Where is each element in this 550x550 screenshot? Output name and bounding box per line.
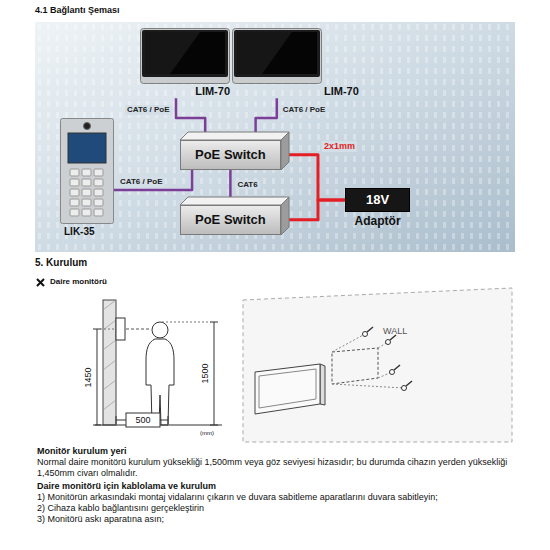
- poe-switch: PoE Switch: [180, 205, 281, 235]
- monitor-frame: [141, 29, 230, 84]
- section-heading: 5. Kurulum: [35, 257, 87, 269]
- bullet-cross: [37, 279, 44, 286]
- monitor-bezel: [234, 30, 320, 77]
- monitor-bezel: [142, 30, 228, 77]
- screw-guide: [332, 334, 404, 388]
- power-cable: [281, 155, 345, 200]
- screen-reflection: [237, 32, 292, 74]
- monitor-body: [140, 28, 230, 84]
- keypad-key: [70, 179, 79, 186]
- keypad-key: [82, 209, 91, 216]
- cable-label: CAT6 / PoE: [118, 177, 165, 187]
- dimension-value: 1500: [200, 363, 211, 383]
- device-label: LIM-70: [232, 85, 372, 98]
- cable-label: CAT6 / PoE: [281, 105, 328, 115]
- unit-note: (mm): [200, 430, 214, 437]
- keypad-key: [70, 189, 79, 196]
- switch-side-face: [281, 132, 289, 170]
- binary-texture: [35, 22, 515, 252]
- monitor-edge: [320, 364, 325, 405]
- paragraph-heading: Daire monitörü için kablolama ve kurulum: [37, 481, 216, 492]
- keypad-key: [70, 199, 79, 206]
- monitor-frame: [233, 29, 322, 84]
- mounting-bracket: [332, 348, 378, 384]
- keypad-key: [70, 209, 79, 216]
- screw-shaft: [367, 327, 412, 386]
- eye-line: [126, 329, 150, 330]
- section-heading: 4.1 Bağlantı Şeması: [35, 5, 120, 16]
- power-adaptor: 18V Adaptör: [345, 188, 410, 228]
- dimension-box: [126, 413, 160, 427]
- indoor-monitor: LIM-70: [140, 28, 230, 98]
- monitor-side: [116, 318, 125, 340]
- wall-label: WALL: [383, 326, 407, 337]
- poe-switch: PoE Switch: [180, 140, 281, 170]
- keypad-key: [82, 199, 91, 206]
- switch-top-face: [180, 197, 289, 205]
- keypad-key: [94, 209, 103, 216]
- wall-section: [103, 300, 116, 425]
- device-label: Adaptör: [345, 214, 410, 228]
- power-cable: [281, 200, 345, 220]
- step-text: 2) Cihaza kablo bağlantısını gerçekleşti…: [37, 503, 204, 514]
- person-head: [152, 322, 168, 338]
- switch-side-face: [281, 197, 289, 235]
- monitor-display: [145, 32, 225, 74]
- screen-reflection: [145, 32, 200, 74]
- network-cable: [114, 170, 192, 190]
- screw: [402, 386, 407, 391]
- step-text: 3) Monitörü askı aparatına asın;: [37, 514, 164, 525]
- device-label: LIK-35: [60, 226, 114, 238]
- step-text: 1) Monitörün arkasındaki montaj vidaları…: [37, 492, 438, 503]
- wall-hatch: [103, 300, 116, 410]
- door-panel: LIK-35: [60, 118, 114, 238]
- cable-label: CAT6: [235, 180, 259, 190]
- keypad-key: [94, 169, 103, 176]
- extension-line: [162, 322, 211, 323]
- switch-label: PoE Switch: [195, 212, 266, 228]
- dimension-line: [93, 329, 101, 425]
- keypad-key: [94, 199, 103, 206]
- body-text: Normal daire monitörü kurulum yüksekliği…: [37, 457, 522, 479]
- switch-top-face: [180, 132, 289, 140]
- keypad-key: [70, 169, 79, 176]
- screws: [363, 332, 407, 391]
- panel-housing: [61, 119, 114, 224]
- device-label: LIM-70: [140, 85, 230, 98]
- screw: [386, 340, 391, 345]
- cable-label: CAT6 / PoE: [125, 105, 172, 115]
- monitor-front: [255, 364, 320, 414]
- switch-label: PoE Switch: [195, 147, 266, 163]
- paragraph-heading: Monitör kurulum yeri: [37, 446, 127, 457]
- monitor-display: [237, 32, 317, 74]
- screw: [363, 332, 368, 337]
- keypad-key: [82, 169, 91, 176]
- diagram-background: [35, 22, 515, 252]
- dimension-line: [210, 322, 218, 425]
- keypad-key: [94, 189, 103, 196]
- cable-label: 2x1mm: [322, 141, 357, 152]
- keypad-key: [94, 179, 103, 186]
- extension-line: [100, 329, 116, 330]
- dimension-value: 500: [136, 415, 151, 426]
- wall-plane: [243, 288, 512, 442]
- adaptor-rating: 18V: [345, 188, 410, 212]
- panel-display: [68, 133, 106, 163]
- monitor-screen: [259, 369, 316, 408]
- person-outline: [146, 339, 174, 425]
- indoor-monitor: LIM-70: [232, 28, 372, 98]
- keypad-key: [82, 179, 91, 186]
- keypad-key: [82, 189, 91, 196]
- door-panel-body: [60, 118, 114, 224]
- dimension-value: 1450: [83, 367, 94, 387]
- camera-lens: [84, 123, 91, 130]
- monitor-body: [232, 28, 322, 84]
- subsection-heading: Daire monitörü: [50, 277, 107, 287]
- screw: [390, 370, 395, 375]
